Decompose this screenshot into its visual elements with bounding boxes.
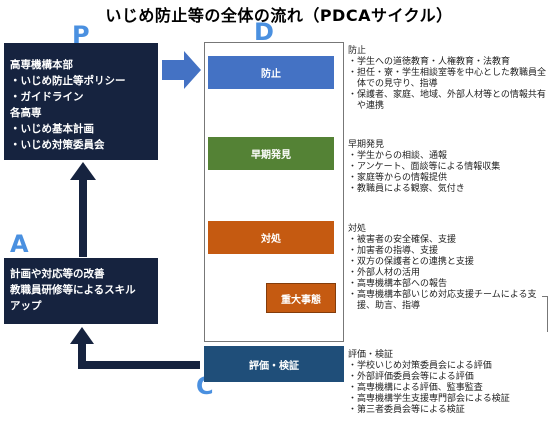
detail-item: 外部評価委員会等による評価 [348, 372, 554, 383]
act-box: 計画や対応等の改善 教職員研修等によるスキル アップ [4, 258, 158, 324]
act-line: 計画や対応等の改善 [10, 268, 105, 280]
detail-response: 対処 被害者の安全確保、支援 加害者の指導、支援 双方の保護者との連携と支援 外… [348, 224, 554, 312]
arrow-plan-to-do [162, 51, 201, 89]
diagram-title: いじめ防止等の全体の流れ（PDCAサイクル） [105, 6, 453, 25]
stage-serious-incident: 重大事態 [266, 283, 336, 313]
detail-item: 教職員による観察、気付き [348, 184, 554, 195]
detail-heading: 防止 [348, 46, 367, 56]
detail-item: アンケート、面談等による情報収集 [348, 162, 554, 173]
letter-plan: P [72, 21, 90, 49]
stage-evaluation: 評価・検証 [204, 346, 344, 382]
stage-early-detection: 早期発見 [208, 137, 334, 170]
detail-item: 被害者の安全確保、支援 [348, 235, 554, 246]
stage-prevention: 防止 [208, 56, 334, 89]
detail-item: 学生からの相談、通報 [348, 151, 554, 162]
letter-do: D [254, 18, 274, 46]
detail-item: 外部人材の活用 [348, 268, 554, 279]
detail-heading: 評価・検証 [348, 350, 394, 360]
detail-early-detection: 早期発見 学生からの相談、通報 アンケート、面談等による情報収集 家庭等からの情… [348, 140, 554, 195]
plan-line: ・いじめ対策委員会 [10, 139, 105, 151]
detail-item: 高専機構本部への報告 [348, 279, 554, 290]
act-line: アップ [10, 300, 42, 312]
arrow-act-to-plan-head [70, 162, 96, 180]
stage-response: 対処 [208, 221, 334, 254]
arrow-check-to-act-head [70, 327, 94, 344]
act-line: 教職員研修等によるスキル [10, 284, 136, 296]
detail-item: 保護者、家庭、地域、外部人材等との情報共有や連携 [348, 90, 554, 112]
detail-item: 高専機構学生支援専門部会による検証 [348, 394, 554, 405]
detail-item: 学生への道徳教育・人権教育・法教育 [348, 57, 554, 68]
detail-heading: 早期発見 [348, 140, 385, 150]
detail-item: 学校いじめ対策委員会による評価 [348, 361, 554, 372]
detail-heading: 対処 [348, 224, 367, 234]
plan-line: ・いじめ防止等ポリシー [10, 75, 126, 87]
detail-item: 家庭等からの情報提供 [348, 173, 554, 184]
plan-box: 高専機構本部 ・いじめ防止等ポリシー ・ガイドライン 各高専 ・いじめ基本計画 … [4, 43, 158, 160]
arrow-check-to-act [78, 342, 200, 369]
plan-line: 各高専 [10, 107, 42, 119]
detail-item: 担任・寮・学生相談室等を中心とした教職員全体での見守り、指導 [348, 68, 554, 90]
detail-evaluation: 評価・検証 学校いじめ対策委員会による評価 外部評価委員会等による評価 高専機構… [348, 350, 554, 416]
detail-item: 高専機構による評価、監事監査 [348, 383, 554, 394]
letter-act: A [10, 230, 29, 258]
detail-item: 加害者の指導、支援 [348, 246, 554, 257]
plan-line: 高専機構本部 [10, 59, 73, 71]
detail-item: 第三者委員会等による検証 [348, 405, 554, 416]
detail-item: 双方の保護者との連携と支援 [348, 257, 554, 268]
detail-prevention: 防止 学生への道徳教育・人権教育・法教育 担任・寮・学生相談室等を中心とした教職… [348, 46, 554, 112]
plan-line: ・いじめ基本計画 [10, 123, 94, 135]
response-bracket [542, 296, 548, 332]
plan-line: ・ガイドライン [10, 91, 84, 103]
arrow-act-to-plan-shaft [79, 178, 87, 257]
detail-item: 高専機構本部いじめ対応支援チームによる支援、助言、指導 [348, 290, 554, 312]
